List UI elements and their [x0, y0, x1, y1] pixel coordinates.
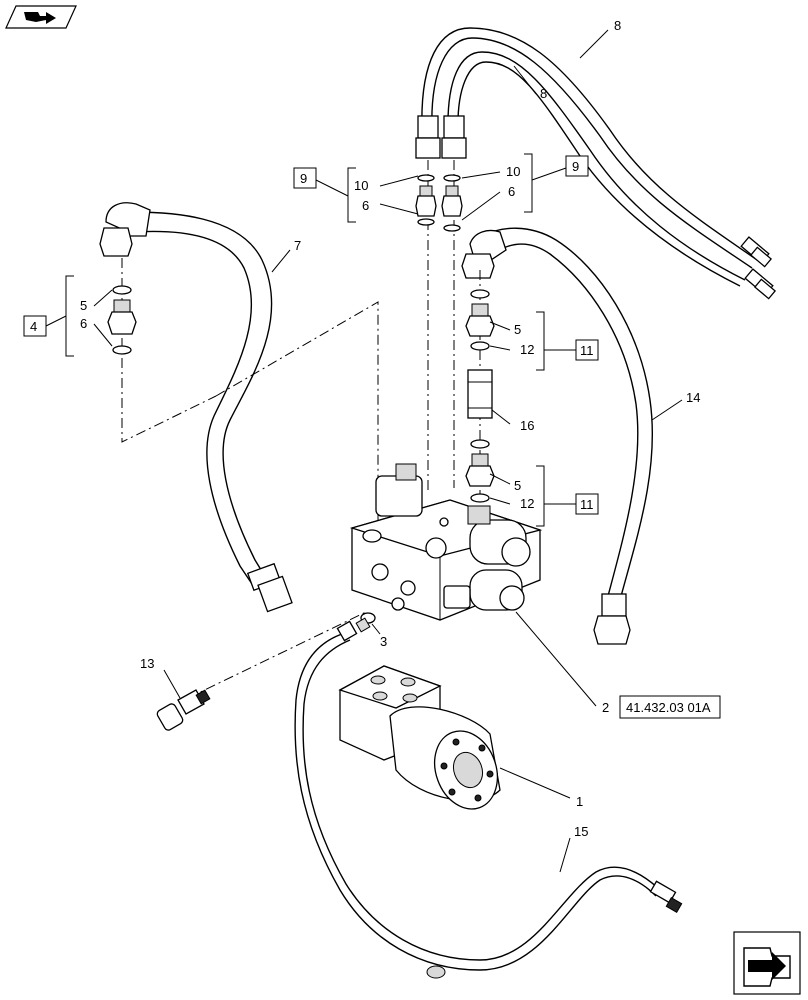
callout-12-lower: 12: [520, 496, 534, 511]
callout-14: 14: [686, 390, 700, 405]
callout-16: 16: [520, 418, 534, 433]
bracket-group-4: [23, 275, 74, 357]
callout-13: 13: [140, 656, 154, 671]
callout-5-upper: 5: [514, 322, 521, 337]
fitting-3: [355, 612, 376, 633]
callout-9-left: 9: [300, 171, 307, 186]
callout-15: 15: [574, 824, 588, 839]
hose-14: [461, 227, 653, 645]
callout-8-a: 8: [614, 18, 621, 33]
callout-6-right: 6: [508, 184, 515, 199]
callout-6-left: 6: [362, 198, 369, 213]
ref-box-41: [619, 695, 721, 719]
bracket-group-9-left: [293, 167, 356, 223]
callout-4: 4: [30, 319, 37, 334]
callout-1: 1: [576, 794, 583, 809]
hose-8-pair: [415, 27, 777, 300]
bracket-group-11-lower: [536, 465, 599, 527]
callout-10-left: 10: [354, 178, 368, 193]
hose-7: [99, 202, 293, 613]
callout-8-b: 8: [540, 86, 547, 101]
callout-9-right: 9: [572, 159, 579, 174]
fitting-stack-left: [415, 174, 463, 232]
sensor-13: [156, 689, 211, 731]
callout-12-upper: 12: [520, 342, 534, 357]
callout-2: 2: [602, 700, 609, 715]
fitting-group-4: [107, 285, 137, 355]
callout-2-reference: 41.432.03 01A: [626, 700, 711, 715]
callout-7: 7: [294, 238, 301, 253]
callout-11-upper: 11: [580, 343, 594, 358]
valve-block: [349, 463, 543, 621]
book-arrow-icon[interactable]: [5, 5, 77, 29]
callout-5-lower: 5: [514, 478, 521, 493]
steering-motor-1: [338, 665, 501, 810]
callout-3: 3: [380, 634, 387, 649]
callout-5-group4: 5: [80, 298, 87, 313]
hose-15: [294, 620, 683, 979]
callout-6-group4: 6: [80, 316, 87, 331]
bracket-group-11-upper: [536, 311, 599, 371]
fitting-stack-right: [465, 289, 495, 503]
leader-lines: [93, 29, 683, 873]
callout-10-right: 10: [506, 164, 520, 179]
next-page-arrow-icon[interactable]: [733, 931, 801, 995]
bracket-group-9-right: [524, 153, 589, 213]
callout-11-lower: 11: [580, 497, 594, 512]
